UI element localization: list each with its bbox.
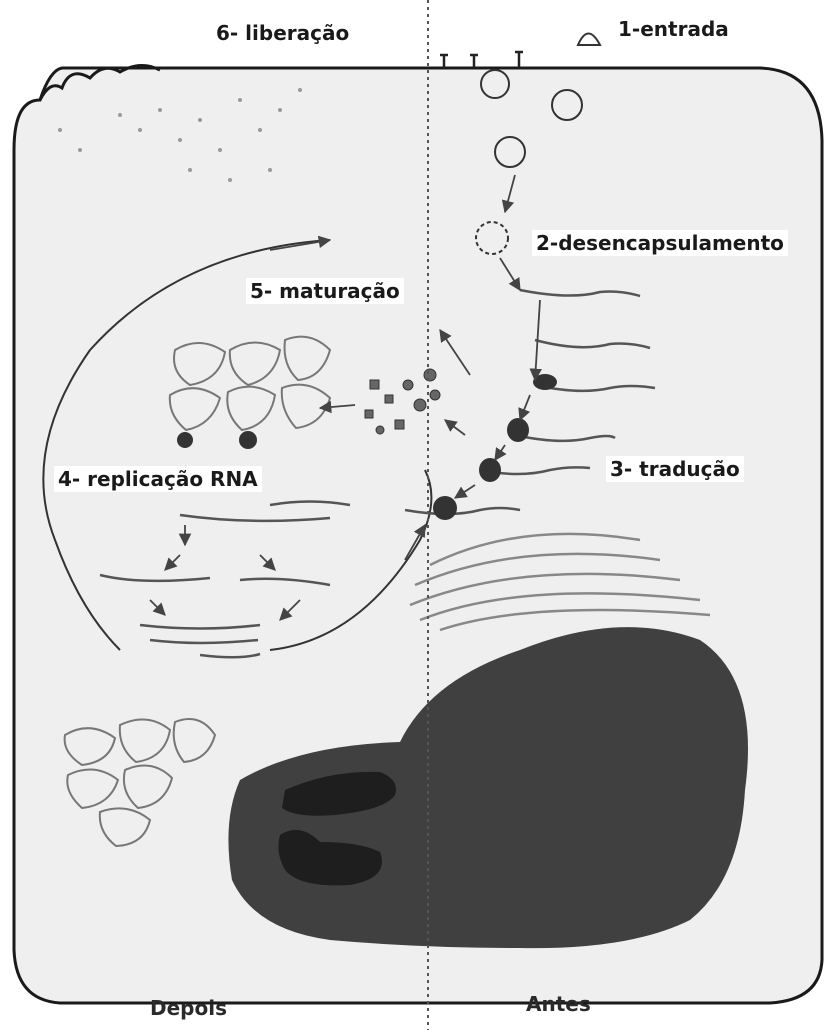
membrane-receptors bbox=[440, 52, 523, 68]
label-step-1: 1-entrada bbox=[614, 16, 733, 42]
label-step-5: 5- maturação bbox=[246, 278, 404, 304]
label-step-4: 4- replicação RNA bbox=[54, 466, 262, 492]
footer-left-label: Depois bbox=[150, 996, 227, 1020]
label-step-3: 3- tradução bbox=[606, 456, 744, 482]
label-step-2: 2-desencapsulamento bbox=[532, 230, 788, 256]
footer-right-label: Antes bbox=[526, 992, 591, 1016]
label-step-6: 6- liberação bbox=[212, 20, 353, 46]
